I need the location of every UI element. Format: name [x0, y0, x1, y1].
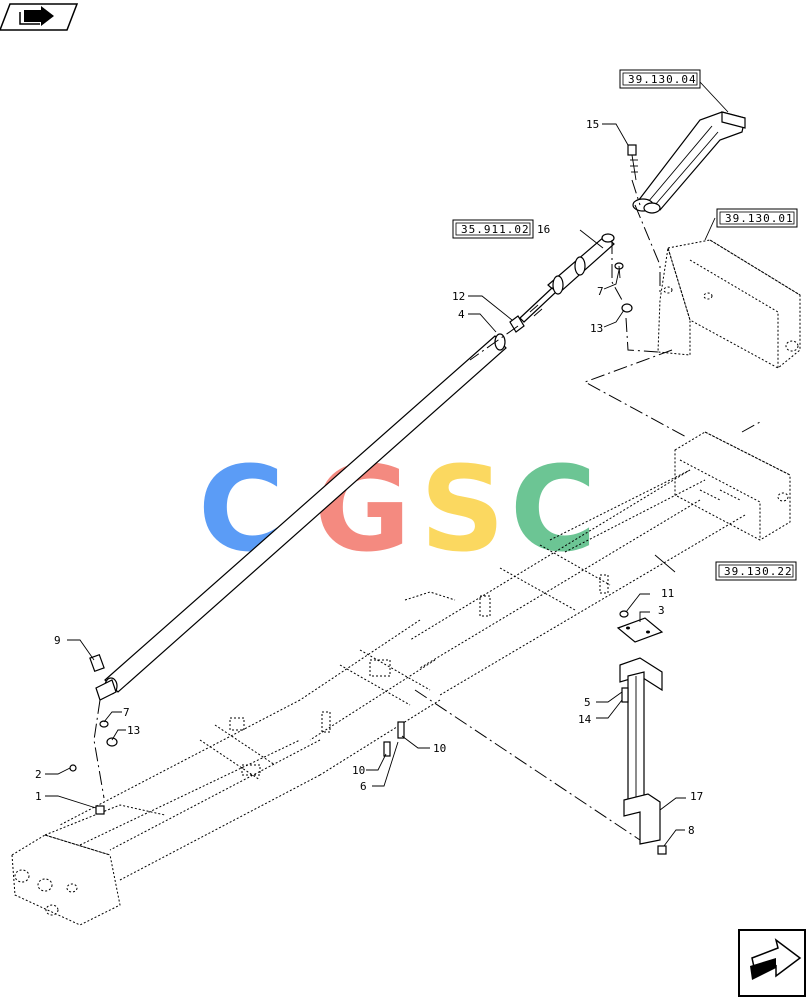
- callout-6: 6: [360, 780, 367, 793]
- nut-13-bottom: [106, 737, 118, 747]
- book-arrow-icon[interactable]: [0, 3, 79, 31]
- hitch-bracket-39-130-01: [657, 239, 801, 369]
- bolt-15: [627, 144, 638, 181]
- next-page-arrow-icon[interactable]: [738, 929, 806, 997]
- pin-7-bottom: [99, 720, 109, 728]
- assembly-lines: [93, 179, 761, 841]
- pin-7-top: [614, 262, 624, 279]
- telescopic-frame-39-130-22: [11, 431, 791, 926]
- callout-10-b: 10: [352, 764, 365, 777]
- callout-13-top: 13: [590, 322, 603, 335]
- callout-17: 17: [690, 790, 703, 803]
- callout-11: 11: [661, 587, 674, 600]
- callout-5: 5: [584, 696, 591, 709]
- parking-stand-17: [616, 617, 664, 845]
- pin-2-1: [69, 764, 105, 815]
- callout-2: 2: [35, 768, 42, 781]
- nut-13-top: [621, 303, 633, 313]
- callout-14: 14: [578, 713, 592, 726]
- callout-7-top: 7: [597, 285, 604, 298]
- ref-label-39-130-22: 39.130.22: [724, 565, 793, 578]
- pin-10: [383, 721, 405, 757]
- pin-5-14: [621, 687, 629, 703]
- callout-13-bottom: 13: [127, 724, 140, 737]
- ref-box-39-130-04[interactable]: 39.130.04: [619, 69, 701, 89]
- callout-4: 4: [458, 308, 465, 321]
- callout-8: 8: [688, 824, 695, 837]
- upper-link-assembly: [632, 111, 746, 214]
- leader-lines: [45, 81, 729, 847]
- ref-box-39-130-01[interactable]: 39.130.01: [716, 208, 798, 228]
- ref-box-39-130-22[interactable]: 39.130.22: [715, 561, 797, 581]
- bolt-8: [657, 845, 667, 855]
- callout-10-a: 10: [433, 742, 446, 755]
- callout-7-bottom: 7: [123, 706, 130, 719]
- watermark: C G S C: [198, 440, 597, 578]
- watermark-letter-s: S: [420, 440, 505, 578]
- ref-box-35-911-02[interactable]: 35.911.02: [452, 219, 534, 239]
- callouts: 15 16 7 13 12 4 11 3 5 14 9 7 13 10 10 6…: [35, 118, 703, 837]
- bolt-11: [619, 610, 629, 618]
- ref-label-39-130-01: 39.130.01: [725, 212, 794, 225]
- watermark-letter-c1: C: [198, 440, 285, 578]
- ref-label-35-911-02: 35.911.02: [461, 223, 530, 236]
- callout-12: 12: [452, 290, 465, 303]
- callout-3: 3: [658, 604, 665, 617]
- hydraulic-cylinder-16: [519, 233, 615, 323]
- callout-9: 9: [54, 634, 61, 647]
- callout-1: 1: [35, 790, 42, 803]
- ref-label-39-130-04: 39.130.04: [628, 73, 697, 86]
- callout-16: 16: [537, 223, 550, 236]
- watermark-letter-c2: C: [510, 440, 597, 578]
- callout-15: 15: [586, 118, 599, 131]
